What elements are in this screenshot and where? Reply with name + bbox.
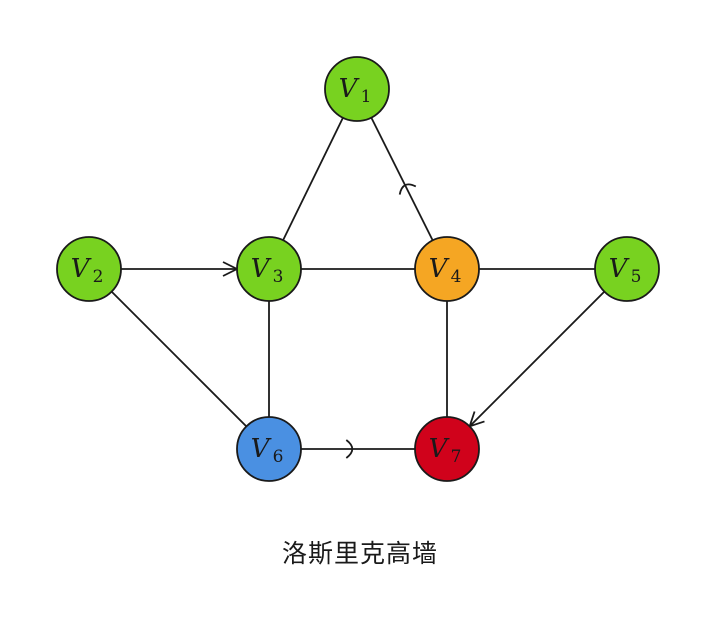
node-label: V [339,74,360,104]
edges-layer [110,117,606,459]
edge-line [110,290,248,428]
node-label-subscript: 6 [273,447,284,467]
edge-line [282,117,344,241]
node-circle [236,416,302,482]
one-way-gate-marker [345,439,354,459]
edge-v1-v3 [282,117,344,241]
edge-v1-v4 [370,117,434,241]
edge-line [468,290,606,428]
node-circle [56,236,122,302]
edge-v5-v7 [468,290,606,428]
edge-line [370,117,434,241]
node-circle [414,236,480,302]
edge-v7-v6 [301,439,415,459]
node-label: V [251,254,272,284]
node-label-subscript: 7 [451,447,462,467]
diagram-caption: 洛斯里克高墙 [281,539,438,568]
node-label: V [71,254,92,284]
node-circle [594,236,660,302]
node-label: V [429,434,450,464]
edge-v2-v6 [110,290,248,428]
node-label: V [609,254,630,284]
node-label-subscript: 2 [93,267,104,287]
node-circle [324,56,390,122]
node-label: V [429,254,450,284]
node-label-subscript: 3 [273,267,284,287]
node-label-subscript: 1 [361,87,372,107]
edge-v2-v3 [121,261,240,277]
node-circle [414,416,480,482]
node-label-subscript: 4 [451,267,462,287]
node-label: V [251,434,272,464]
node-circle [236,236,302,302]
one-way-gate-marker [398,183,417,195]
node-label-subscript: 5 [631,267,642,287]
